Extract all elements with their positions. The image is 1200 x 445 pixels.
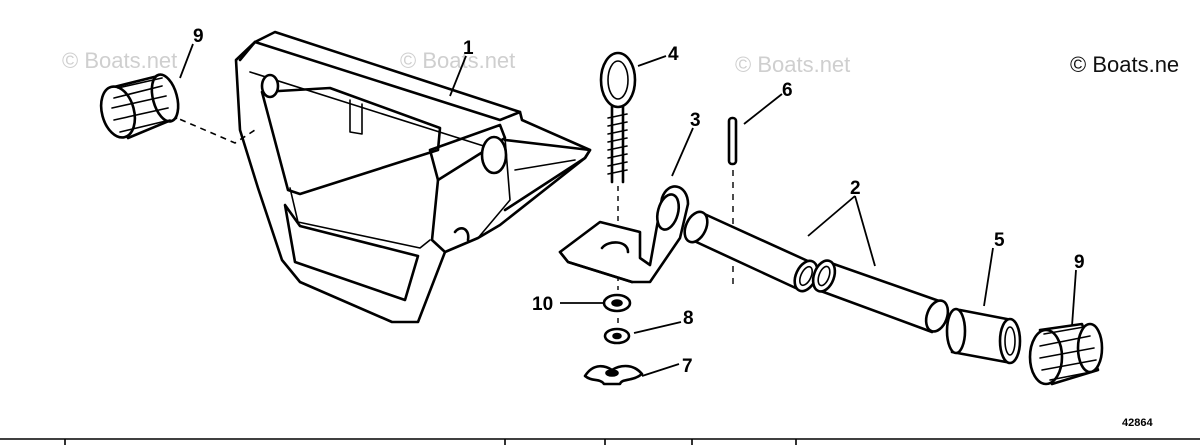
part-7-wing-nut — [583, 364, 644, 386]
callout-2: 2 — [850, 178, 861, 199]
part-6-pin — [727, 116, 738, 166]
callout-8: 8 — [683, 308, 694, 329]
callout-1: 1 — [463, 38, 474, 59]
part-4-eye-bolt — [599, 51, 637, 184]
watermark-right: © Boats.net — [735, 52, 850, 77]
watermark-center: © Boats.net — [400, 48, 515, 73]
callout-9-right: 9 — [1074, 252, 1085, 273]
part-3-plate — [558, 185, 690, 284]
part-9-cap-left — [99, 73, 180, 140]
watermark-corner: © Boats.ne — [1070, 52, 1179, 77]
part-10-washer — [602, 293, 632, 313]
callout-3: 3 — [690, 110, 701, 131]
assembly-line-left — [169, 114, 256, 144]
callout-4: 4 — [668, 44, 679, 65]
drawing-number: 42864 — [1122, 417, 1153, 429]
part-2-tube-a — [683, 210, 819, 293]
leader-lines — [179, 43, 1077, 377]
callout-6: 6 — [782, 80, 793, 101]
callout-9-left: 9 — [193, 26, 204, 47]
table-border — [0, 438, 1200, 445]
watermark-left: © Boats.net — [62, 48, 177, 73]
part-1-bracket — [234, 30, 592, 324]
callout-5: 5 — [994, 230, 1005, 251]
part-5-bushing — [945, 307, 1022, 365]
part-2-tube-b — [811, 259, 950, 334]
callout-7: 7 — [682, 356, 693, 377]
part-9-cap-right — [1028, 322, 1104, 386]
part-8-washer — [603, 327, 631, 345]
callout-10: 10 — [532, 294, 553, 315]
